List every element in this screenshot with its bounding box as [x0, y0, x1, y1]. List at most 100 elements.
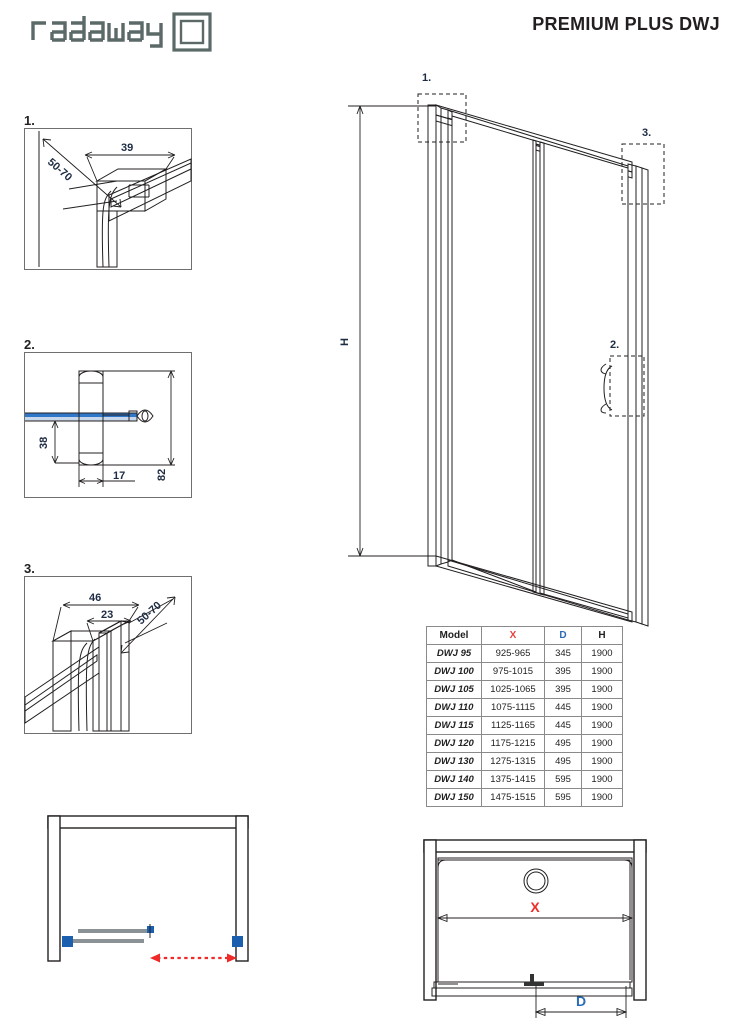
callout-box-2 — [609, 355, 645, 417]
connector-left — [62, 936, 73, 947]
cell-x: 925-965 — [481, 644, 545, 663]
header-model: Model — [426, 626, 482, 645]
detail-2-label: 2. — [24, 337, 35, 352]
dim-39: 39 — [121, 142, 133, 154]
wall-top — [423, 839, 647, 853]
cell-h: 1900 — [581, 752, 623, 771]
dim-17: 17 — [113, 470, 125, 482]
detail-3-number: 3. — [24, 560, 35, 578]
dimension-d: D — [534, 986, 628, 1018]
front-elevation-diagram: X D — [404, 826, 724, 1030]
profile-section-icon: 39 50-70 — [38, 131, 192, 268]
cell-model: DWJ 130 — [426, 752, 482, 771]
wall-left — [47, 815, 61, 962]
page-title: PREMIUM PLUS DWJ — [532, 14, 720, 34]
callout-2-label: 2. — [610, 339, 619, 351]
wall-right — [235, 815, 249, 962]
detail-3-label: 3. — [24, 561, 35, 576]
cell-h: 1900 — [581, 662, 623, 681]
handle-section-icon: 38 17 82 — [25, 370, 175, 487]
dim-46: 46 — [89, 592, 101, 604]
cell-model: DWJ 150 — [426, 788, 482, 807]
cell-model: DWJ 110 — [426, 698, 482, 717]
cell-d: 395 — [544, 662, 582, 681]
shower-door-perspective-view: H 1. — [339, 56, 700, 627]
cell-h: 1900 — [581, 698, 623, 717]
callout-3-label: 3. — [642, 127, 651, 139]
detail-2-number: 2. — [24, 336, 35, 354]
dim-82: 82 — [156, 469, 168, 481]
table-header-row: Model X D H — [426, 626, 623, 645]
cell-d: 595 — [544, 788, 582, 807]
cell-d: 445 — [544, 716, 582, 735]
cell-x: 975-1015 — [481, 662, 545, 681]
cell-d: 345 — [544, 644, 582, 663]
cell-x: 1375-1415 — [481, 770, 545, 789]
radaway-logo — [28, 8, 218, 54]
callout-box-1 — [417, 93, 467, 143]
cell-x: 1175-1215 — [481, 734, 545, 753]
cell-h: 1900 — [581, 680, 623, 699]
cell-x: 1075-1115 — [481, 698, 545, 717]
detail-1-number: 1. — [24, 112, 35, 130]
detail-2-frame: 38 17 82 — [24, 352, 192, 498]
round-knob-icon — [523, 868, 549, 894]
cell-d: 395 — [544, 680, 582, 699]
cell-d: 495 — [544, 752, 582, 771]
connector-right — [232, 936, 243, 947]
wall-top — [47, 815, 249, 829]
dim-x-label: X — [530, 899, 540, 915]
cell-h: 1900 — [581, 788, 623, 807]
top-view-diagram — [32, 806, 264, 986]
cell-h: 1900 — [581, 770, 623, 789]
dim-d-label: D — [576, 993, 586, 1009]
callout-box-3 — [621, 143, 665, 205]
cell-x: 1025-1065 — [481, 680, 545, 699]
cell-h: 1900 — [581, 644, 623, 663]
cell-d: 445 — [544, 698, 582, 717]
cell-d: 495 — [544, 734, 582, 753]
cell-h: 1900 — [581, 734, 623, 753]
cell-model: DWJ 140 — [426, 770, 482, 789]
sliding-panel — [68, 939, 144, 943]
door-handle-icon — [600, 363, 613, 414]
detail-1-frame: 39 50-70 — [24, 128, 192, 270]
dimension-x: X — [436, 899, 634, 923]
dim-50-70: 50-70 — [45, 156, 74, 184]
bottom-stopper — [530, 974, 534, 984]
cell-h: 1900 — [581, 716, 623, 735]
cell-x: 1275-1315 — [481, 752, 545, 771]
door-glass-outline — [437, 857, 633, 983]
callout-1-label: 1. — [422, 72, 431, 84]
dim-38: 38 — [38, 437, 50, 449]
dim-23: 23 — [101, 609, 113, 621]
header-h: H — [581, 626, 623, 645]
wall-left — [423, 839, 437, 1001]
wall-profile-section-icon: 46 23 50-70 — [24, 592, 176, 732]
cell-model: DWJ 105 — [426, 680, 482, 699]
detail-1-label: 1. — [24, 113, 35, 128]
cell-model: DWJ 95 — [426, 644, 482, 663]
dim-H: H — [339, 338, 351, 346]
cell-model: DWJ 120 — [426, 734, 482, 753]
detail-3-frame: 46 23 50-70 — [24, 576, 192, 734]
header-d: D — [544, 626, 582, 645]
cell-d: 595 — [544, 770, 582, 789]
fixed-panel — [78, 929, 150, 933]
cell-x: 1475-1515 — [481, 788, 545, 807]
slide-direction-arrow — [150, 953, 237, 963]
header-x: X — [481, 626, 545, 645]
wall-right — [633, 839, 647, 1001]
cell-x: 1125-1165 — [481, 716, 545, 735]
cell-model: DWJ 100 — [426, 662, 482, 681]
